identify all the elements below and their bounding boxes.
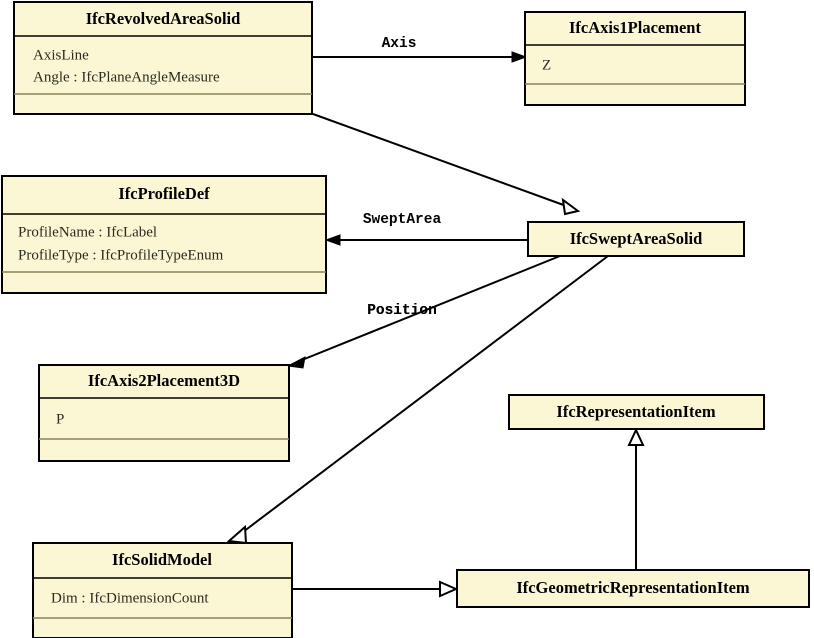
edge-position-label-top: Position — [367, 303, 437, 319]
edge-position-line — [296, 255, 561, 363]
class-box — [524, 11, 746, 106]
class-attribute: Angle : IfcPlaneAngleMeasure — [33, 69, 220, 85]
class-title: IfcAxis2Placement3D — [88, 371, 240, 390]
class-title: IfcAxis1Placement — [569, 18, 701, 37]
class-attribute: ProfileType : IfcProfileTypeEnum — [18, 247, 224, 263]
class-box — [456, 569, 810, 608]
edge-layer: Axis SweptArea Position — [226, 36, 645, 598]
class-box — [13, 1, 313, 115]
class-attribute: AxisLine — [33, 47, 89, 63]
edge-swept-generalization-line — [242, 255, 609, 533]
edge-position-arrowhead — [286, 356, 306, 369]
class-ifc-axis1-placement[interactable]: IfcAxis1Placement Z — [524, 11, 746, 106]
edge-swept-area-label: SweptArea — [363, 212, 442, 228]
edge-label-layer: Position — [367, 303, 437, 319]
edge-geometric-generalization[interactable] — [627, 427, 645, 570]
edge-revolved-generalization-line — [312, 113, 570, 208]
class-title: IfcRevolvedAreaSolid — [86, 9, 241, 28]
class-ifc-swept-area-solid[interactable]: IfcSweptAreaSolid — [527, 221, 745, 257]
class-box — [1, 175, 327, 294]
class-box — [527, 221, 745, 257]
class-ifc-geometric-representation-item[interactable]: IfcGeometricRepresentationItem — [456, 569, 810, 608]
edge-swept-area-arrowhead — [324, 234, 341, 246]
edge-solid-model-generalization-arrowhead — [439, 580, 459, 598]
class-attribute: P — [56, 411, 64, 427]
class-ifc-axis2-placement-3d[interactable]: IfcAxis2Placement3D P — [38, 364, 290, 462]
edge-swept-area[interactable]: SweptArea — [324, 212, 528, 246]
class-title: IfcRepresentationItem — [556, 402, 715, 421]
edge-revolved-generalization-arrowhead — [561, 197, 581, 216]
class-box — [508, 394, 765, 430]
class-title: IfcGeometricRepresentationItem — [516, 578, 750, 597]
edge-position-label: Position — [367, 303, 437, 319]
edge-axis-arrowhead — [511, 51, 528, 63]
class-attribute: Dim : IfcDimensionCount — [51, 590, 209, 606]
edge-swept-generalization-arrowhead — [226, 524, 248, 545]
class-title: IfcSweptAreaSolid — [570, 229, 703, 248]
class-title: IfcSolidModel — [112, 550, 212, 569]
class-ifc-revolved-area-solid[interactable]: IfcRevolvedAreaSolid AxisLine Angle : If… — [13, 1, 313, 115]
class-ifc-profile-def[interactable]: IfcProfileDef ProfileName : IfcLabel Pro… — [1, 175, 327, 294]
edge-swept-generalization[interactable] — [226, 255, 609, 545]
edge-axis-label: Axis — [382, 36, 417, 52]
edge-revolved-generalization[interactable] — [312, 113, 581, 216]
edge-position[interactable]: Position — [286, 255, 561, 369]
edge-solid-model-generalization[interactable] — [292, 580, 459, 598]
class-box — [32, 542, 293, 638]
edge-geometric-generalization-arrowhead — [627, 427, 645, 446]
edge-axis[interactable]: Axis — [312, 36, 528, 63]
class-attribute: ProfileName : IfcLabel — [18, 224, 157, 240]
class-ifc-representation-item[interactable]: IfcRepresentationItem — [508, 394, 765, 430]
class-title: IfcProfileDef — [118, 184, 210, 203]
class-attribute: Z — [542, 57, 551, 73]
class-ifc-solid-model[interactable]: IfcSolidModel Dim : IfcDimensionCount — [32, 542, 293, 638]
class-box — [38, 364, 290, 462]
